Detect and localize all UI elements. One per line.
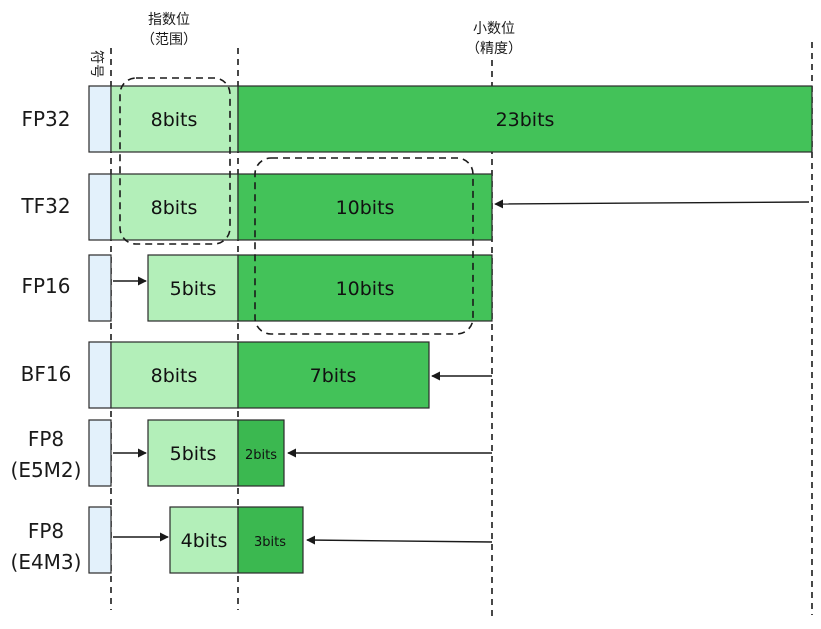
mantissa-box	[237, 85, 813, 153]
exponent-box	[147, 254, 239, 322]
format-name-line2: (E5M2)	[11, 458, 82, 482]
exponent-bits-label: 8bits	[151, 197, 198, 219]
mantissa-bits-label: 7bits	[310, 365, 357, 387]
exponent-bits-label: 4bits	[181, 530, 228, 552]
truncation-arrow	[306, 535, 493, 545]
format-name: FP32	[21, 107, 70, 131]
mantissa-box	[237, 173, 493, 241]
exponent-bits-label: 5bits	[170, 278, 217, 300]
sign-label: 符号	[88, 50, 104, 78]
mantissa-bits-label: 3bits	[254, 535, 286, 550]
exponent-title: 指数位	[148, 12, 190, 28]
row-fp8-e4m3: FP8 (E4M3) 4bits 3bits	[11, 506, 493, 574]
mantissa-box	[237, 254, 493, 322]
mantissa-subtitle: （精度）	[466, 41, 522, 57]
format-name-line2: (E4M3)	[11, 550, 82, 574]
exponent-bits-label: 8bits	[151, 365, 198, 387]
exponent-subtitle: （范围）	[141, 31, 197, 48]
mantissa-bits-label: 10bits	[336, 197, 395, 219]
mantissa-bits-label: 10bits	[336, 278, 395, 300]
mantissa-box	[237, 419, 285, 487]
row-bf16: BF16 8bits 7bits	[21, 341, 492, 409]
truncation-arrow	[494, 199, 810, 209]
row-tf32: TF32 8bits 10bits	[20, 173, 810, 241]
mantissa-bits-label: 2bits	[245, 448, 277, 463]
exponent-box	[110, 85, 239, 153]
exponent-box	[110, 173, 239, 241]
format-name: BF16	[21, 362, 72, 386]
sign-bit-box	[88, 419, 112, 487]
mantissa-title: 小数位	[473, 21, 515, 37]
format-name: FP16	[21, 274, 70, 298]
mantissa-box	[237, 506, 304, 574]
sign-bit-box	[88, 254, 112, 322]
mantissa-box	[237, 341, 430, 409]
format-name-line1: FP8	[28, 519, 64, 543]
exponent-bits-label: 5bits	[170, 443, 217, 465]
format-name: TF32	[20, 194, 70, 218]
sign-bit-box	[88, 506, 112, 574]
row-fp32: FP32 8bits 23bits	[21, 85, 813, 153]
sign-bit-box	[88, 173, 112, 241]
exponent-box	[147, 419, 239, 487]
row-fp16: FP16 5bits 10bits	[21, 254, 493, 322]
row-fp8-e5m2: FP8 (E5M2) 5bits 2bits	[11, 419, 492, 487]
format-name-line1: FP8	[28, 427, 64, 451]
mantissa-bits-label: 23bits	[496, 109, 555, 131]
sign-bit-box	[88, 341, 112, 409]
sign-bit-box	[88, 85, 112, 153]
exponent-match-highlight	[119, 77, 231, 245]
exponent-box	[169, 506, 239, 574]
mantissa-match-highlight	[254, 157, 474, 335]
exponent-bits-label: 8bits	[151, 109, 198, 131]
